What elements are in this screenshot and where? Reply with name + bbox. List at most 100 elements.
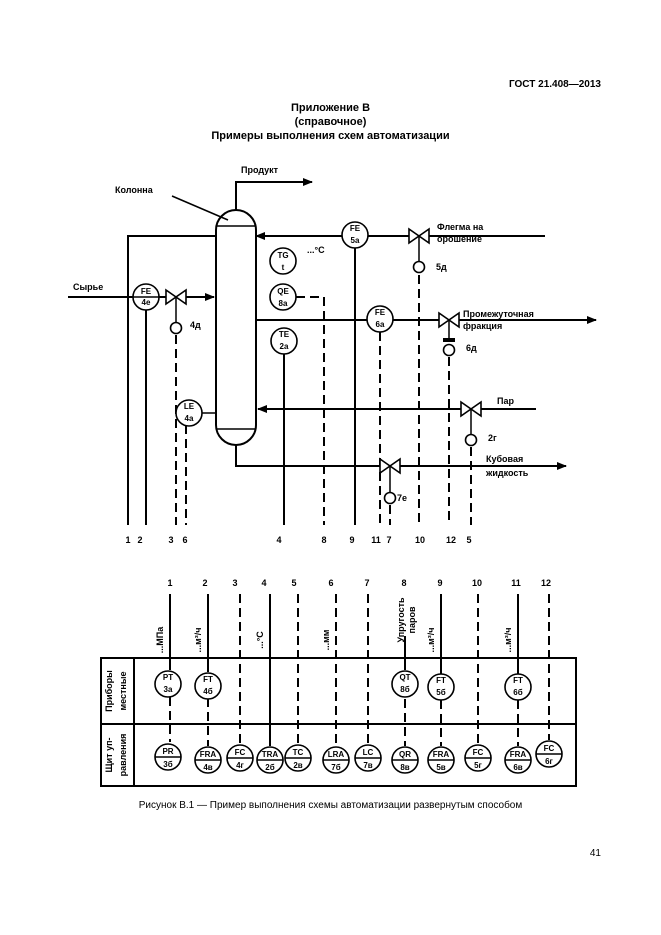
actuator-6d: 6д (466, 343, 477, 353)
local-ft-6b-pos: 6б (513, 688, 522, 697)
board-fc-3-pos: 4г (236, 761, 244, 770)
unit-m3h-9: ...м³/ч (426, 628, 436, 653)
col-number-1: 1 (167, 578, 172, 588)
instrument-fe-6a: FE 6а (366, 305, 394, 333)
appendix-label: Приложение В (290, 102, 371, 114)
product-line (235, 178, 313, 210)
panel-table (100, 657, 577, 787)
instrument-fe-5a: FE 5а (341, 221, 369, 249)
valve-fraction (438, 311, 460, 357)
panel-row2-label-2: равления (118, 734, 128, 777)
board-tra-4-tag: TRA (262, 750, 279, 759)
local-ft-5b: FT 5б (427, 673, 455, 701)
col-number-4: 4 (261, 578, 266, 588)
board-fc-3: FC 4г (226, 744, 254, 772)
board-tc-5: TC 2в (284, 744, 312, 772)
col-number-12: 12 (541, 578, 551, 588)
product-label: Продукт (241, 165, 279, 175)
board-qr-8-pos: 8в (400, 763, 409, 772)
board-fra-2: FRA 4в (194, 746, 222, 774)
local-qt-8b: QT 8б (391, 670, 419, 698)
col-number-7: 7 (364, 578, 369, 588)
col-number-11: 11 (511, 578, 521, 588)
instrument-qe-8a-tag: QE (277, 287, 289, 296)
feed-label: Сырье (73, 282, 103, 292)
local-ft-5b-tag: FT (436, 676, 446, 685)
line-number-9: 9 (349, 535, 354, 545)
valve-bottoms (379, 457, 401, 505)
board-tc-5-pos: 2в (293, 761, 302, 770)
unit-m3h-2: ...м³/ч (193, 628, 203, 653)
board-fra-11-tag: FRA (510, 750, 527, 759)
board-tc-5-tag: TC (293, 748, 304, 757)
board-pr-1: PR 3б (154, 743, 182, 771)
line-1 (127, 235, 216, 525)
instrument-fe-5a-pos: 5а (351, 236, 360, 245)
board-fra-9-pos: 5в (436, 763, 445, 772)
column-label: Колонна (115, 185, 154, 195)
board-tra-4: TRA 2б (256, 746, 284, 774)
board-fra-2-tag: FRA (200, 750, 217, 759)
board-fc-10-pos: 5г (474, 761, 482, 770)
instrument-fe-4e-tag: FE (141, 287, 152, 296)
board-fc-12-tag: FC (544, 744, 555, 753)
unit-vapor-1: Упругость (396, 597, 406, 642)
local-pt-3a-pos: 3а (164, 685, 173, 694)
line-number-4: 4 (276, 535, 281, 545)
board-fra-2-pos: 4в (203, 763, 212, 772)
board-lc-7-pos: 7в (363, 761, 372, 770)
actuator-2g: 2г (488, 433, 497, 443)
figure-caption: Рисунок В.1 — Пример выполнения схемы ав… (138, 800, 523, 811)
line-8 (296, 296, 325, 525)
unit-m3h-11: ...м³/ч (503, 628, 513, 653)
fraction-label-2: фракция (463, 321, 502, 331)
column-vessel (215, 209, 257, 446)
instrument-tg-tag: TG (277, 251, 288, 260)
col-number-9: 9 (437, 578, 442, 588)
unit-degc: ...°С (255, 631, 265, 649)
line-number-6: 6 (182, 535, 187, 545)
board-fra-9-tag: FRA (433, 750, 450, 759)
board-pr-1-tag: PR (162, 747, 173, 756)
steam-label: Пар (497, 396, 514, 406)
instrument-qe-8a: QE 8а (269, 283, 297, 311)
page-number: 41 (589, 848, 601, 859)
board-fra-9: FRA 5в (427, 746, 455, 774)
board-pr-1-pos: 3б (163, 760, 172, 769)
col-number-8: 8 (401, 578, 406, 588)
panel-row1-label-1: Приборы (104, 670, 114, 712)
appendix-header: Приложение В (справочное) Примеры выполн… (0, 101, 661, 143)
line-number-11: 11 (371, 535, 381, 545)
column-leader (171, 195, 229, 221)
board-fc-10-tag: FC (473, 748, 484, 757)
col-number-10: 10 (472, 578, 482, 588)
local-ft-6b: FT 6б (504, 673, 532, 701)
instrument-fe-4e: FE 4е (132, 283, 160, 311)
bottoms-label-2: жидкость (485, 468, 529, 478)
board-tra-4-pos: 2б (265, 763, 274, 772)
appendix-status: (справочное) (294, 116, 367, 128)
col-number-6: 6 (328, 578, 333, 588)
board-fc-3-tag: FC (235, 748, 246, 757)
unit-mm: ...мм (321, 629, 331, 650)
actuator-5d: 5д (436, 262, 447, 272)
panel-row2-label-1: Щит уп- (104, 737, 114, 772)
instrument-fe-6a-pos: 6а (376, 320, 385, 329)
col-number-2: 2 (202, 578, 207, 588)
local-ft-4b: FT 4б (194, 672, 222, 700)
temp-unit-label: ...°С (307, 245, 325, 255)
local-qt-8b-tag: QT (399, 673, 410, 682)
actuator-4d: 4д (190, 320, 201, 330)
board-qr-8-tag: QR (399, 750, 411, 759)
panel-row1-label-2: местные (118, 671, 128, 710)
local-qt-8b-pos: 8б (400, 685, 409, 694)
actuator-7e: 7е (397, 493, 407, 503)
instrument-fe-4e-pos: 4е (142, 298, 151, 307)
appendix-title: Примеры выполнения схем автоматизации (211, 130, 450, 142)
line-number-7: 7 (386, 535, 391, 545)
valve-steam (460, 400, 482, 447)
